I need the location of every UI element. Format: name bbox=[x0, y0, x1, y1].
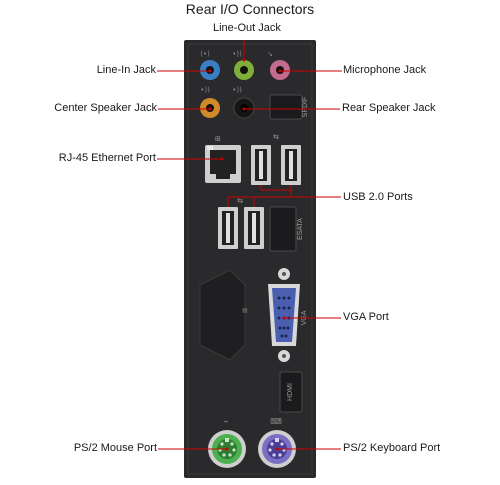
line-out-symbol: •)) bbox=[232, 50, 242, 58]
usb-port-2 bbox=[281, 145, 301, 185]
blank-port-mark: ▦ bbox=[242, 307, 248, 314]
usb-port-4 bbox=[244, 207, 264, 249]
diagram-title: Rear I/O Connectors bbox=[185, 1, 315, 17]
label-vga: VGA Port bbox=[343, 311, 389, 323]
label-microphone: Microphone Jack bbox=[343, 64, 427, 76]
rj45-port bbox=[205, 145, 241, 183]
usb-port-1 bbox=[251, 145, 271, 185]
spdif-marking: SPDIF bbox=[302, 97, 309, 118]
label-center-speaker: Center Speaker Jack bbox=[54, 102, 157, 114]
esata-port bbox=[269, 206, 297, 252]
usb-symbol-top: ⇆ bbox=[273, 133, 279, 141]
label-rj45: RJ-45 Ethernet Port bbox=[58, 152, 156, 164]
usb-port-3 bbox=[218, 207, 238, 249]
spdif-port bbox=[269, 94, 303, 120]
rear-symbol: •)) bbox=[232, 86, 242, 94]
label-ps2-mouse: PS/2 Mouse Port bbox=[73, 442, 157, 454]
leader-lines bbox=[157, 40, 342, 451]
label-usb: USB 2.0 Ports bbox=[343, 191, 413, 203]
center-symbol: •)) bbox=[200, 86, 210, 94]
microphone-symbol: ↘ bbox=[267, 50, 273, 58]
label-ps2-keyboard: PS/2 Keyboard Port bbox=[343, 442, 441, 454]
line-in-symbol: (•) bbox=[200, 50, 210, 58]
label-line-in: Line-In Jack bbox=[96, 64, 156, 76]
network-symbol: ⊞ bbox=[215, 135, 221, 143]
vga-port bbox=[268, 268, 300, 362]
keyboard-icon: ⌨ bbox=[270, 417, 282, 426]
io-panel-inner bbox=[187, 43, 313, 475]
line-out-jack bbox=[234, 60, 254, 80]
label-rear-speaker: Rear Speaker Jack bbox=[342, 102, 436, 114]
esata-marking: ESATA bbox=[297, 218, 304, 240]
hdmi-marking: HDMI bbox=[287, 383, 294, 401]
mouse-icon: ⌁ bbox=[224, 417, 229, 426]
label-line-out: Line-Out Jack bbox=[213, 22, 281, 34]
usb-symbol-bottom: ⇆ bbox=[237, 197, 243, 205]
hdmi-port bbox=[279, 371, 303, 413]
blank-port-cover bbox=[199, 269, 246, 361]
